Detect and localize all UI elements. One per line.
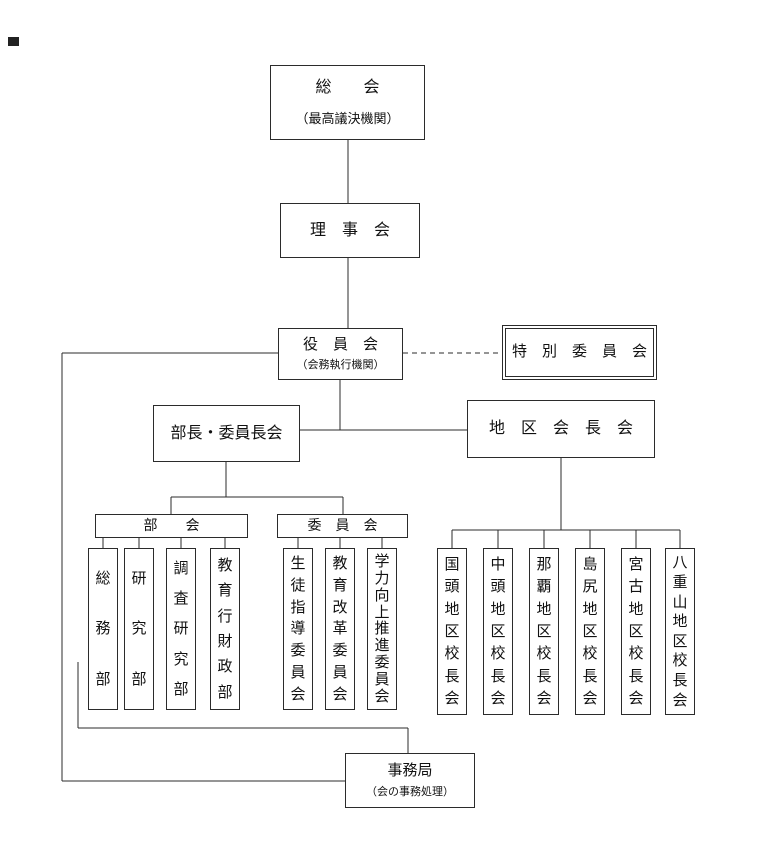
org-box-committees-header: 委 員 会: [277, 514, 408, 538]
box-subtitle: （会務執行機関）: [296, 359, 385, 372]
org-box-yaeyama-district: 八重山地区校長会: [665, 548, 695, 715]
box-title: 特 別 委 員 会: [511, 343, 647, 361]
org-box-officers-meeting: 役 員 会 （会務執行機関）: [278, 328, 403, 380]
org-box-departments-header: 部 会: [95, 514, 248, 538]
org-box-general-assembly: 総 会 （最高議決機関）: [270, 65, 425, 140]
org-box-special-committee: 特 別 委 員 会: [502, 325, 657, 380]
box-title: 地 区 会 長 会: [488, 420, 633, 437]
box-title: 事務局: [387, 762, 433, 780]
org-box-general-affairs-dept: 総務部: [88, 548, 118, 710]
org-box-survey-research-dept: 調査研究部: [166, 548, 196, 710]
org-box-education-admin-finance-dept: 教育行財政部: [210, 548, 240, 710]
org-box-miyako-district: 宮古地区校長会: [621, 548, 651, 715]
box-title: 委 員 会: [307, 517, 378, 534]
box-subtitle: （会の事務処理）: [366, 785, 454, 798]
org-box-shimajiri-district: 島尻地区校長会: [575, 548, 605, 715]
org-box-nakagami-district: 中頭地区校長会: [483, 548, 513, 715]
org-box-naha-district: 那覇地区校長会: [529, 548, 559, 715]
box-title: 総 会: [315, 79, 380, 96]
org-box-secretariat: 事務局 （会の事務処理）: [345, 753, 475, 808]
box-title: 役 員 会: [302, 335, 378, 353]
org-box-academic-improvement-committee: 学力向上推進委員会: [367, 548, 397, 710]
box-title: 部長・委員長会: [170, 424, 283, 442]
box-title: 理 事 会: [309, 221, 390, 239]
org-box-kunigami-district: 国頭地区校長会: [437, 548, 467, 715]
box-title: 部 会: [143, 517, 200, 534]
corner-mark: [8, 37, 19, 46]
org-box-research-dept: 研究部: [124, 548, 154, 710]
box-subtitle: （最高議決機関）: [295, 111, 400, 126]
org-box-student-guidance-committee: 生徒指導委員会: [283, 548, 313, 710]
org-box-board-of-directors: 理 事 会: [280, 203, 420, 258]
org-box-education-reform-committee: 教育改革委員会: [325, 548, 355, 710]
org-box-district-chairs: 地 区 会 長 会: [467, 400, 655, 458]
org-box-department-committee-chiefs: 部長・委員長会: [153, 405, 300, 462]
